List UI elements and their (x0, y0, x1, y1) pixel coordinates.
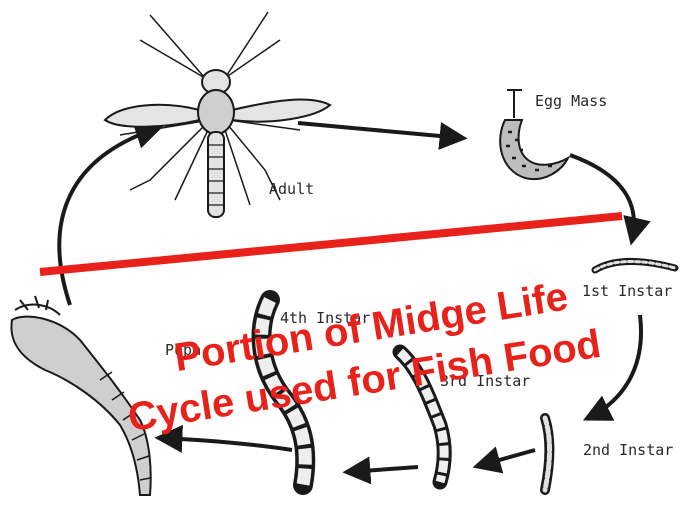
second-instar-larva (545, 418, 550, 490)
label-egg-mass: Egg Mass (535, 92, 607, 110)
divider-line (40, 216, 622, 272)
arrow-3rd-to-4th-instar (348, 467, 418, 472)
first-instar-larva (595, 262, 675, 271)
label-adult: Adult (269, 180, 314, 198)
label-1st-instar: 1st Instar (582, 282, 672, 300)
arrow-pupa-to-adult (59, 128, 158, 305)
arrow-2nd-to-3rd-instar (478, 450, 535, 466)
arrow-4th-instar-to-pupa (160, 438, 292, 450)
arrow-egg-to-1st-instar (570, 155, 634, 240)
arrow-adult-to-egg (298, 123, 462, 138)
label-2nd-instar: 2nd Instar (583, 441, 673, 459)
fish-food-overlay: Portion of Midge Life Cycle used for Fis… (40, 216, 622, 440)
